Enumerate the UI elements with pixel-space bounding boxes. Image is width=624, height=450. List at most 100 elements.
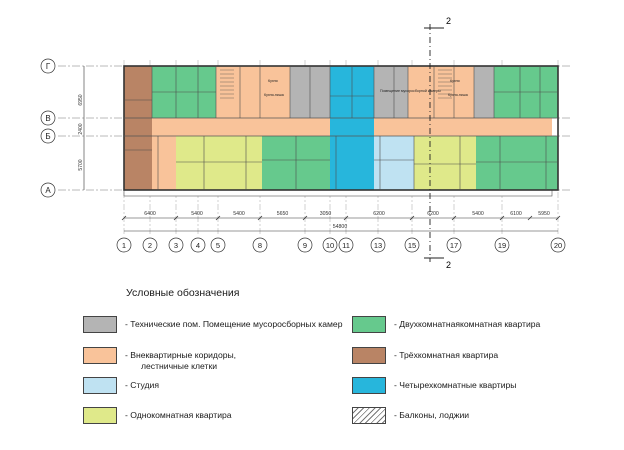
- dimension-label: 5950: [538, 211, 550, 217]
- column-axis-bubble: [142, 237, 158, 253]
- dimension-label: 5650: [277, 211, 289, 217]
- legend-item-four-room: - Четырехкомнатные квартиры: [352, 377, 516, 394]
- legend-swatch: [83, 377, 117, 394]
- legend-item-studio: - Студия: [83, 377, 159, 394]
- zone-one-room: [414, 136, 476, 190]
- outer-wall: [123, 65, 559, 191]
- legend-swatch: [83, 347, 117, 364]
- room-label: Помещение мусоросборной камеры: [380, 89, 441, 93]
- section-cut: [424, 24, 444, 262]
- horizontal-dimensions: 6400 5400 5400 5650 3050 6200 6200 5400 6100 5950: [121, 211, 561, 232]
- legend-item-one-room: - Однокомнатная квартира: [83, 407, 232, 424]
- column-axis-label: 10: [326, 241, 334, 250]
- column-axis-bubble: [297, 237, 313, 253]
- room-label: Кухня: [268, 79, 278, 83]
- column-axis-label: 20: [554, 241, 562, 250]
- legend-item-balcony: - Балконы, лоджии: [352, 407, 469, 424]
- zone-three-room: [124, 66, 152, 190]
- zone-four-room: [330, 118, 374, 190]
- legend-item-two-room: - Двухкомнатнаякомнатная квартира: [352, 316, 540, 333]
- zone-studio: [374, 136, 414, 190]
- zone-technical: [374, 66, 408, 118]
- section-mark-top: 2: [446, 16, 451, 26]
- column-axis-label: 3: [174, 241, 178, 250]
- legend-swatch: [83, 407, 117, 424]
- room-label: Кухня: [450, 79, 460, 83]
- column-axis-label: 15: [408, 241, 416, 250]
- dimension-label: 5400: [472, 211, 484, 217]
- column-axis-label: 4: [196, 241, 200, 250]
- apartment-zones: [123, 65, 559, 197]
- column-axis-bubble: [252, 237, 268, 253]
- column-axis-label: 5: [216, 241, 220, 250]
- row-axis-bubble: [40, 128, 56, 144]
- row-axis-bubble: [40, 110, 56, 126]
- column-axis-bubble: [322, 237, 338, 253]
- column-axis-label: 11: [342, 241, 350, 250]
- legend-label: - Технические пом. Помещение мусоросборн…: [125, 319, 343, 329]
- zone-corridor: [260, 66, 290, 118]
- legend-label-line2: лестничные клетки: [141, 360, 218, 371]
- section-mark-bottom: 2: [446, 260, 451, 270]
- legend-item-three-room: - Трёхкомнатная квартира: [352, 347, 498, 364]
- legend-label: - Балконы, лоджии: [394, 410, 470, 420]
- dimension-label: 6100: [510, 211, 522, 217]
- room-partitions: [124, 66, 558, 190]
- zone-balcony: [123, 189, 553, 197]
- room-label: Кухня-ниша: [264, 93, 284, 97]
- legend-item-technical: - Технические пом. Помещение мусоросборн…: [83, 316, 342, 333]
- legend-label: - Студия: [125, 380, 159, 390]
- dimension-label: 6400: [144, 211, 156, 217]
- column-axis-bubble: [550, 237, 566, 253]
- legend-swatch: [352, 377, 386, 394]
- row-axis-label: В: [45, 114, 50, 123]
- legend-swatch: [352, 316, 386, 333]
- column-axis-bubble: [404, 237, 420, 253]
- legend-label: - Внеквартирные коридоры,: [125, 350, 237, 360]
- row-axis-bubble: [40, 58, 56, 74]
- row-axis-label: А: [45, 186, 51, 195]
- column-axis-label: 9: [303, 241, 307, 250]
- row-axis-label: Б: [45, 132, 50, 141]
- row-axis-bubble: [40, 182, 56, 198]
- legend-label: - Двухкомнатнаякомнатная квартира: [394, 319, 541, 329]
- legend-label: - Однокомнатная квартира: [125, 410, 232, 420]
- dimension-label: 5400: [233, 211, 245, 217]
- dimension-label: 6200: [427, 211, 439, 217]
- vertical-dim: 5700: [78, 159, 84, 170]
- vertical-dim: 2400: [78, 123, 84, 134]
- column-axis-label: 17: [450, 241, 458, 250]
- column-axis-bubble: [190, 237, 206, 253]
- column-axis-label: 8: [258, 241, 262, 250]
- vertical-dim: 6950: [78, 94, 84, 105]
- legend-title: Условные обозначения: [126, 287, 240, 299]
- zone-technical: [474, 66, 494, 118]
- dimension-label: 3050: [320, 211, 332, 217]
- legend-label: - Четырехкомнатные квартиры: [394, 380, 517, 390]
- dimension-label: 5400: [191, 211, 203, 217]
- column-axis-bubble: [338, 237, 354, 253]
- vertical-dimensions: 6950 2400 5700: [78, 66, 85, 190]
- zone-corridor: [152, 136, 176, 190]
- row-axis-label: Г: [46, 62, 51, 71]
- legend-swatch: [83, 316, 117, 333]
- column-axis-bubble: [210, 237, 226, 253]
- column-axis-bubble: [446, 237, 462, 253]
- zone-one-room: [176, 136, 262, 190]
- column-axis-bubble: [494, 237, 510, 253]
- legend-swatch: [352, 407, 386, 424]
- legend-swatch: [352, 347, 386, 364]
- column-axis-bubble: [370, 237, 386, 253]
- legend-item-corridors: - Внеквартирные коридоры, лестничные кле…: [83, 347, 236, 371]
- legend-label: - Трёхкомнатная квартира: [394, 350, 499, 360]
- zone-two-room: [476, 136, 558, 190]
- zone-corridor: [216, 66, 260, 118]
- total-dimension: 54800: [333, 224, 348, 230]
- column-axis-bubble: [116, 237, 132, 253]
- room-label: Кухня-ниша: [448, 93, 468, 97]
- room-labels: Кухня Кухня-ниша Помещение мусоросборной…: [264, 79, 468, 97]
- column-axis-label: 2: [148, 241, 152, 250]
- column-axis-bubble: [168, 237, 184, 253]
- dimension-label: 6200: [373, 211, 385, 217]
